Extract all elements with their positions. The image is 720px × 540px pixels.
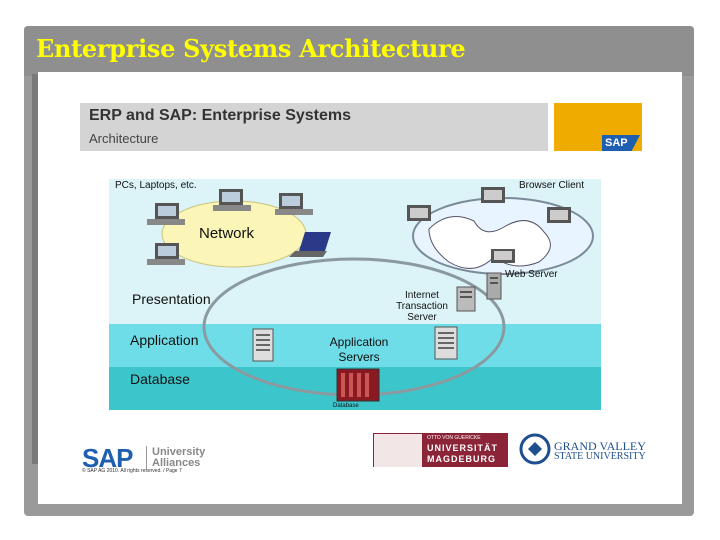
its-server-icon	[456, 286, 476, 312]
globe-landmass	[428, 216, 551, 269]
ua-line: Alliances	[152, 457, 201, 469]
magdeburg-text: MAGDEBURG	[427, 454, 496, 464]
its-label-line: Transaction	[396, 301, 448, 312]
database-server-icon	[336, 368, 380, 402]
ua-line: University	[152, 446, 206, 458]
header-box	[80, 103, 548, 151]
pcs-label: PCs, Laptops, etc.	[115, 180, 197, 191]
app-server-icon	[252, 328, 274, 362]
magdeburg-text: OTTO VON GUERICKE	[427, 435, 481, 441]
its-label-line: Server	[407, 312, 437, 323]
title-bar	[24, 26, 694, 76]
database-server-label: Database	[333, 403, 359, 409]
grand-valley-text: GRAND VALLEY	[554, 439, 646, 453]
grand-valley-emblem-icon	[519, 433, 551, 465]
app-servers-label-line: Application	[329, 335, 389, 349]
pc-icon	[147, 203, 185, 225]
pc-icon	[407, 205, 431, 221]
laptop-icon	[289, 232, 331, 257]
pc-icon	[481, 187, 505, 203]
pc-icon	[547, 207, 571, 223]
its-label: Internet Transaction Server	[387, 290, 457, 323]
header-subtitle: Architecture	[89, 131, 159, 146]
its-label-line: Internet	[405, 290, 439, 301]
web-server-label: Web Server	[505, 269, 558, 280]
pc-icon	[491, 249, 515, 263]
panel-shadow	[32, 74, 38, 464]
application-band	[109, 324, 601, 367]
slide-title: Enterprise Systems Architecture	[36, 34, 466, 63]
sap-logo: SAP	[602, 135, 640, 151]
portrait-icon	[374, 434, 422, 467]
web-server-icon	[486, 272, 502, 300]
header-title: ERP and SAP: Enterprise Systems	[89, 107, 352, 124]
footer-sap-logo: SAP	[82, 443, 133, 473]
copyright-text: © SAP AG 2010. All rights reserved. / Pa…	[82, 468, 182, 474]
grand-valley-text: STATE UNIVERSITY	[554, 451, 646, 462]
network-label: Network	[199, 225, 255, 242]
architecture-diagram: PCs, Laptops, etc. Network Browser Clien…	[109, 179, 601, 410]
browser-client-label: Browser Client	[519, 180, 585, 191]
diagram-graphics	[147, 187, 594, 402]
pc-icon	[147, 243, 185, 265]
presentation-label: Presentation	[132, 291, 211, 307]
application-label: Application	[130, 332, 199, 348]
magdeburg-text: UNIVERSITÄT	[427, 443, 499, 453]
app-servers-label: Application Servers	[315, 335, 403, 365]
university-alliances-logo: University Alliances	[152, 447, 205, 469]
database-label: Database	[130, 371, 190, 387]
footer-divider	[146, 446, 147, 470]
bottom-bar	[36, 505, 684, 513]
app-server-icon	[434, 326, 458, 360]
app-servers-label-line: Servers	[338, 350, 380, 364]
pc-icon	[213, 189, 251, 211]
pc-icon	[275, 193, 313, 215]
